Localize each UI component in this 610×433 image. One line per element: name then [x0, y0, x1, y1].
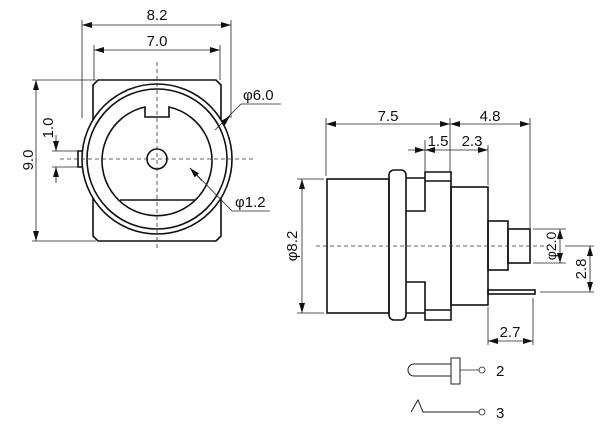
- leader-arrow: [220, 115, 231, 126]
- dim-outer-diameter: φ6.0: [243, 87, 274, 104]
- dim-lead-offset: 2.8: [573, 259, 590, 280]
- dim-body-diameter: φ8.2: [284, 231, 301, 262]
- pin2-label: 2: [496, 363, 504, 380]
- flange: [388, 169, 407, 321]
- rear-step: [487, 220, 509, 271]
- dim-width-inner: 7.0: [147, 33, 168, 50]
- dim-rear-step: 2.3: [462, 133, 483, 150]
- socket-opening: [101, 105, 213, 217]
- pin-legend: 2 3: [407, 357, 504, 422]
- pin3-terminal: [478, 408, 486, 416]
- dim-pin-diameter-side: φ2.0: [543, 232, 559, 261]
- dim-body-length: 7.5: [378, 108, 399, 125]
- side-view: 7.5 4.8 1.5 2.3 φ8.2 φ2.0 2.8 2.7: [284, 108, 594, 345]
- dim-flange-step: 1.5: [428, 133, 449, 150]
- pin3-symbol: [410, 398, 479, 413]
- dim-pin-diameter: φ1.2: [235, 194, 266, 211]
- pin3-label: 3: [496, 405, 504, 422]
- dim-lead-length: 2.7: [500, 324, 521, 341]
- pin2-collar: [450, 357, 461, 385]
- lead: [487, 289, 536, 295]
- leader-line: [189, 167, 270, 212]
- front-view: 8.2 7.0 9.0 1.0 φ6.0 φ1.2: [20, 7, 281, 250]
- pin2-symbol: [407, 363, 451, 377]
- dim-rear-length: 4.8: [480, 108, 501, 125]
- dim-width-outer: 8.2: [147, 7, 168, 24]
- dim-notch: 1.0: [40, 118, 57, 139]
- pin2-terminal: [478, 366, 486, 374]
- inner-ring: [86, 88, 228, 230]
- dim-height: 9.0: [20, 150, 37, 171]
- leader-arrow: [189, 167, 203, 182]
